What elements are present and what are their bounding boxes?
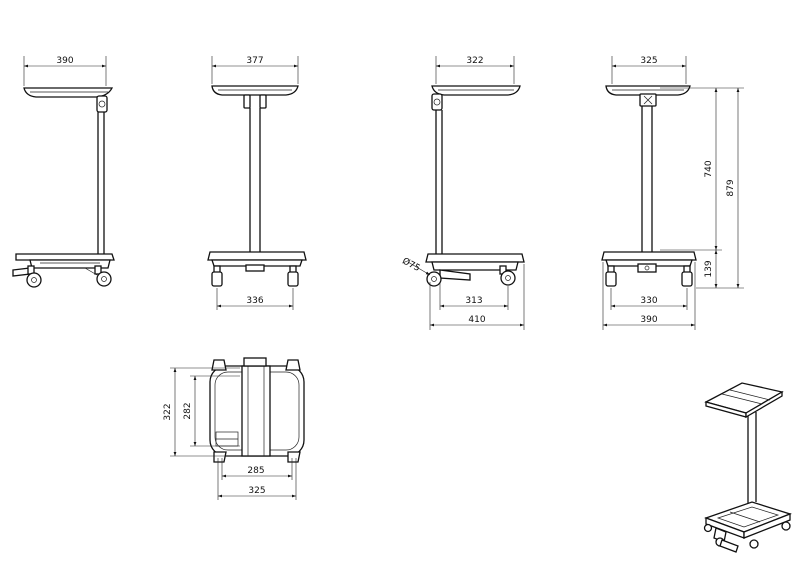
dim-label-879: 879	[726, 179, 736, 196]
dim-label-phi75: Ø75	[400, 256, 422, 274]
dim-label-336: 336	[246, 296, 263, 306]
isometric-view	[703, 382, 792, 553]
dim-label-390-bottom: 390	[640, 315, 657, 325]
dim-v3-wheel-diameter: Ø75	[400, 256, 431, 276]
dim-label-322-top: 322	[466, 56, 483, 66]
dim-label-377: 377	[246, 56, 263, 66]
side-view-3	[425, 85, 525, 287]
dim-label-325-top: 325	[640, 56, 657, 66]
dim-label-285: 285	[247, 466, 264, 476]
dim-label-325-plan: 325	[248, 486, 265, 496]
dim-label-410: 410	[468, 315, 485, 325]
dim-v4-top-width: 325	[611, 56, 687, 84]
dim-v4-overall-width: 390	[602, 262, 696, 330]
dim-v2-top-width: 377	[211, 56, 299, 84]
dim-label-740: 740	[704, 160, 714, 177]
dim-plan-widths: 285 325	[217, 458, 297, 500]
dim-v3-inner-span: 313	[439, 282, 509, 310]
dim-v3-top-width: 322	[435, 56, 515, 84]
dim-plan-depths: 322 282	[163, 367, 240, 457]
dim-v4-heights: 740 139 879	[660, 87, 744, 289]
dim-label-390-top: 390	[56, 56, 73, 66]
dim-v4-inner-span: 330	[610, 288, 688, 310]
dim-label-313: 313	[465, 296, 482, 306]
dim-v3-overall-width: 410	[429, 264, 525, 330]
rear-view-4	[601, 85, 697, 287]
dim-v2-base-span: 336	[216, 288, 294, 310]
front-view-2	[207, 85, 307, 287]
dim-label-330: 330	[640, 296, 657, 306]
dim-label-282: 282	[183, 402, 193, 419]
plan-view	[209, 357, 305, 463]
dim-label-322-plan: 322	[163, 403, 173, 420]
side-view-1	[12, 87, 115, 288]
dim-label-139: 139	[704, 260, 714, 277]
dim-v1-top-width: 390	[23, 56, 107, 86]
